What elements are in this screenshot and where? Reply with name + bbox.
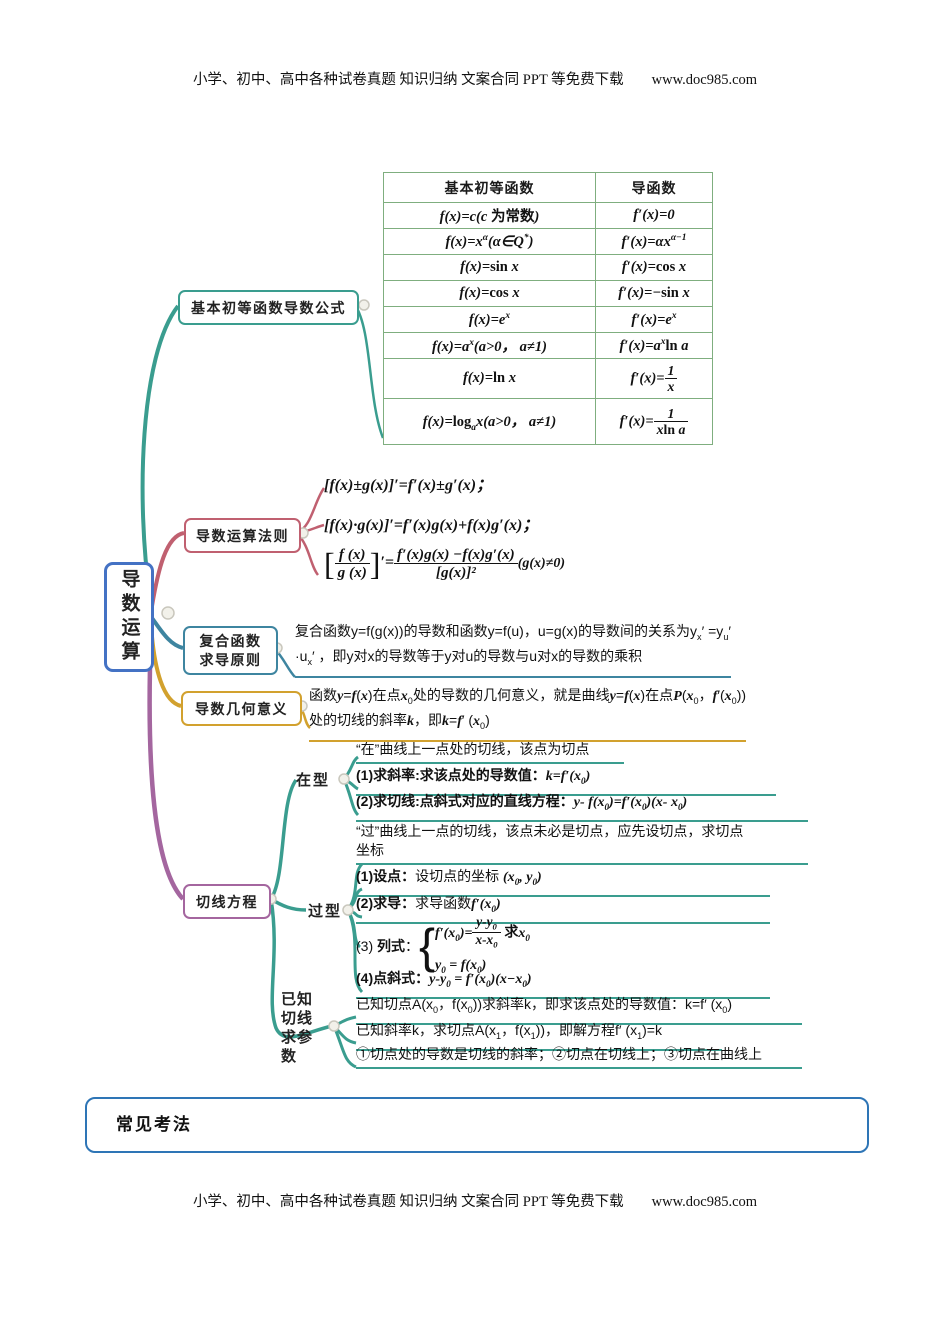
node-geometric-meaning: 导数几何意义 xyxy=(181,691,302,726)
page-footer: 小学、初中、高中各种试卷真题 知识归纳 文案合同 PPT 等免费下载 www.do… xyxy=(0,1190,950,1211)
footer-url-link[interactable]: www.doc985.com xyxy=(651,1194,758,1210)
branch-line-composite xyxy=(150,616,184,650)
branch-line-rules xyxy=(150,531,185,607)
guo-item-2: (1)设点：设切点的坐标 (x0, y0) xyxy=(356,867,770,897)
geometric-meaning-text: 函数y=f(x)在点x0处的导数的几何意义，就是曲线y=f(x)在点P(x0，f… xyxy=(309,686,746,742)
label-guo-type: 过型 xyxy=(308,903,343,920)
table-header-derivative: 导函数 xyxy=(594,172,714,203)
zai-item-2: (1)求斜率:求该点处的导数值：k=f′(x0) xyxy=(356,766,776,796)
guo-item-3: (2)求导：求导函数f′(x0) xyxy=(356,894,770,924)
branch-line-tangent xyxy=(147,631,185,901)
tangent-line-zai xyxy=(269,778,298,900)
cell-d: f′(x)=−sin x xyxy=(594,280,714,307)
derivative-table: 基本初等函数 导函数 f(x)=c(c 为常数)f′(x)=0 f(x)=xα(… xyxy=(383,172,714,445)
formula-sum-rule: [f(x)±g(x)]′=f′(x)±g′(x)； xyxy=(324,477,493,494)
formula-product-rule: [f(x)·g(x)]′=f′(x)g(x)+f(x)g′(x)； xyxy=(324,517,539,534)
cell-d: f′(x)=ex xyxy=(594,306,714,333)
composite-rule-text: 复合函数y=f(g(x))的导数和函数y=f(u)，u=g(x)的导数间的关系为… xyxy=(295,622,731,678)
page-header: 小学、初中、高中各种试卷真题 知识归纳 文案合同 PPT 等免费下载 www.do… xyxy=(0,68,950,89)
cell-d: f′(x)=αxα−1 xyxy=(594,228,714,255)
root-node-derivative-operations: 导数运算 xyxy=(104,562,154,672)
table-header-function: 基本初等函数 xyxy=(383,172,596,203)
zai-item-3: (2)求切线:点斜式对应的直线方程：y- f(x0)=f′(x0)(x- x0) xyxy=(356,792,808,822)
cell-f: f(x)=xα(α∈Q*) xyxy=(383,228,596,255)
zai-item-1: “在”曲线上一点处的切线，该点为切点 xyxy=(356,740,624,764)
table-row: f(x)=xα(α∈Q*)f′(x)=αxα−1 xyxy=(383,228,714,255)
label-known-tangent-find-param: 已知 切线 求参 数 xyxy=(281,991,314,1065)
param-child-line-3 xyxy=(332,1025,357,1069)
node-basic-derivative-formulas: 基本初等函数导数公式 xyxy=(178,290,359,325)
cell-f: f(x)=ln x xyxy=(383,358,596,399)
cell-f: f(x)=sin x xyxy=(383,254,596,281)
cell-f: f(x)=cos x xyxy=(383,280,596,307)
formula-quotient-rule: [f (x)g (x)]′=f′(x)g(x) −f(x)g′(x)[g(x)]… xyxy=(324,545,566,582)
table-row: f(x)=c(c 为常数)f′(x)=0 xyxy=(383,202,714,229)
footer-text: 小学、初中、高中各种试卷真题 知识归纳 文案合同 PPT 等免费下载 xyxy=(192,1194,624,1210)
label-zai-type: 在型 xyxy=(296,772,331,789)
node-derivative-rules: 导数运算法则 xyxy=(184,518,301,553)
header-text: 小学、初中、高中各种试卷真题 知识归纳 文案合同 PPT 等免费下载 xyxy=(192,72,624,88)
guo-item-5: (4)点斜式：y-y0 = f′(x0)(x−x0) xyxy=(356,969,770,999)
cell-f: f(x)=c(c 为常数) xyxy=(383,202,596,229)
section-box-common-exam-methods xyxy=(85,1097,869,1153)
branch-line-formula-table xyxy=(353,304,385,439)
guo-child-line-5 xyxy=(346,909,364,994)
cell-f: f(x)=logax(a>0， a≠1) xyxy=(383,398,596,445)
table-row: f(x)=ax(a>0， a≠1)f′(x)=axln a xyxy=(383,332,714,359)
node-tangent-equation: 切线方程 xyxy=(183,884,271,919)
tangent-line-param xyxy=(269,898,333,1039)
cell-f: f(x)=ex xyxy=(383,306,596,333)
param-item-1: 已知切点A(x0，f(x0))求斜率k，即求该点处的导数值：k=f′ (x0) xyxy=(356,995,802,1025)
param-item-2: 已知斜率k，求切点A(x1，f(x1))，即解方程f′ (x1)=k xyxy=(356,1021,722,1051)
header-url-link[interactable]: www.doc985.com xyxy=(651,72,758,88)
cell-d: f′(x)=axln a xyxy=(594,332,714,359)
cell-d: f′(x)=0 xyxy=(594,202,714,229)
cell-d: f′(x)=cos x xyxy=(594,254,714,281)
cell-f: f(x)=ax(a>0， a≠1) xyxy=(383,332,596,359)
node-composite-function-rule: 复合函数 求导原则 xyxy=(183,626,278,675)
guo-item-1: “过”曲线上一点的切线，该点未必是切点，应先设切点，求切点坐标 xyxy=(356,822,808,865)
section-title: 常见考法 xyxy=(116,1115,192,1134)
branch-line-formula xyxy=(140,304,180,599)
root-node-label: 导数运算 xyxy=(118,569,140,665)
param-item-3: ①切点处的导数是切线的斜率；②切点在切线上；③切点在曲线上 xyxy=(356,1045,802,1069)
